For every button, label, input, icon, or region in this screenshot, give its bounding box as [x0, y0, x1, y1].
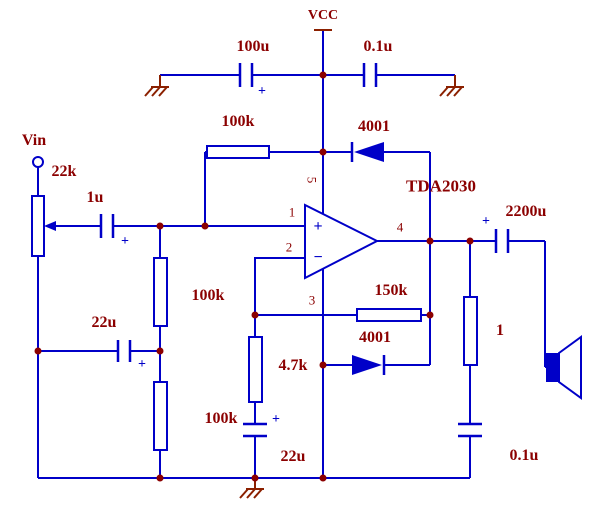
opamp-tda2030-symbol	[304, 203, 380, 280]
opamp-plus-sign: +	[313, 218, 323, 235]
polarity-plus-22u-left: +	[138, 357, 146, 372]
polarity-plus-100u: +	[258, 84, 266, 99]
pin-label-2: 2	[285, 239, 293, 255]
resistor-100k-top	[206, 145, 270, 159]
label-cap-0.1u-bottom: 0.1u	[509, 447, 539, 464]
label-cap-1u: 1u	[86, 189, 104, 206]
label-cap-100u: 100u	[236, 38, 270, 55]
capacitor-1u	[99, 214, 115, 238]
resistor-4.7k	[248, 336, 263, 403]
potentiometer-22k	[31, 195, 56, 257]
vin-terminal	[32, 156, 44, 168]
label-pot-22k: 22k	[51, 163, 77, 180]
resistor-100k-bottom	[153, 381, 168, 451]
capacitor-100u	[238, 63, 254, 87]
label-cap-22u-bottom: 22u	[280, 448, 306, 465]
label-ic-tda2030: TDA2030	[406, 176, 476, 196]
label-diode-4001-bottom: 4001	[359, 329, 391, 346]
ground-symbol-top-right	[439, 75, 464, 97]
resistor-150k	[356, 308, 422, 322]
polarity-plus-2200u: +	[482, 214, 490, 229]
pin-label-3: 3	[308, 292, 316, 308]
label-vin: Vin	[21, 132, 47, 149]
speaker	[546, 335, 582, 400]
label-res-100k-top: 100k	[221, 113, 255, 130]
label-cap-2200u: 2200u	[505, 203, 547, 220]
label-cap-0.1u-top: 0.1u	[363, 38, 393, 55]
polarity-plus-22u-bottom: +	[272, 412, 280, 427]
label-res-1ohm: 1	[496, 322, 504, 339]
wires	[37, 31, 547, 479]
capacitor-22u-bottom	[243, 422, 267, 438]
label-res-4.7k: 4.7k	[278, 357, 308, 374]
label-res-100k-mid: 100k	[191, 287, 225, 304]
label-cap-22u-left: 22u	[91, 314, 117, 331]
junction-dots	[34, 71, 474, 482]
polarity-plus-1u: +	[121, 234, 129, 249]
resistor-1ohm	[463, 296, 478, 366]
resistor-100k-mid	[153, 257, 168, 327]
ground-symbol-top-left	[144, 75, 169, 97]
diode-4001-bottom	[352, 355, 386, 375]
capacitor-2200u	[494, 229, 510, 253]
opamp-minus-sign: −	[313, 249, 323, 266]
pin-label-1: 1	[288, 204, 296, 220]
label-vcc: VCC	[307, 8, 339, 23]
label-res-100k-bottom: 100k	[204, 410, 238, 427]
label-diode-4001-top: 4001	[358, 118, 390, 135]
pin-label-5: 5	[304, 176, 320, 184]
capacitor-22u-left	[116, 340, 132, 362]
ground-symbol-bottom	[239, 478, 264, 499]
capacitor-0.1u-bottom	[458, 422, 482, 438]
diode-4001-top	[350, 142, 384, 162]
capacitor-0.1u-top	[362, 63, 378, 87]
label-res-150k: 150k	[374, 282, 408, 299]
pin-label-4: 4	[396, 219, 404, 235]
